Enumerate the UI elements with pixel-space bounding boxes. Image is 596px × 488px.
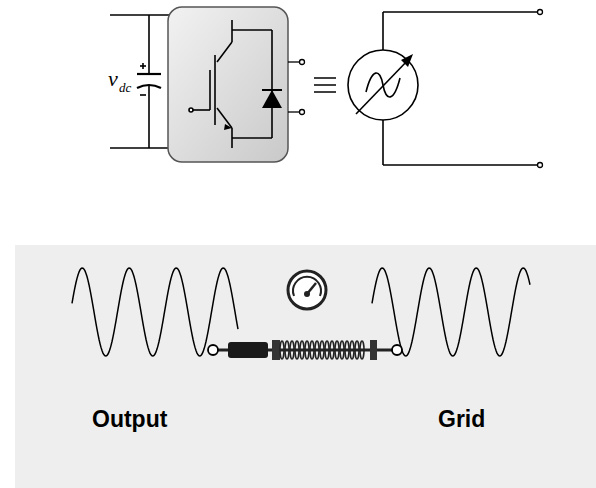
output-terminals [288, 60, 305, 115]
output-wave [72, 268, 238, 356]
equivalence-sign [314, 78, 336, 92]
output-label: Output [92, 408, 167, 431]
diode-bar [262, 89, 282, 91]
grid-wave [372, 268, 530, 356]
emitter-arrow [224, 124, 232, 130]
grid-label: Grid [438, 408, 485, 431]
ac-source [348, 12, 537, 165]
dc-link [110, 15, 170, 148]
spring-damper [208, 340, 402, 360]
voltage-symbol: v [108, 68, 118, 90]
gauge-icon [288, 271, 326, 309]
voltage-subscript: dc [119, 81, 131, 94]
variable-arrow [401, 54, 413, 67]
panel [15, 245, 596, 488]
converter-box [168, 7, 288, 162]
diode-symbol [262, 90, 282, 108]
igbt-symbol [189, 20, 272, 148]
grid-terminals [538, 10, 543, 168]
